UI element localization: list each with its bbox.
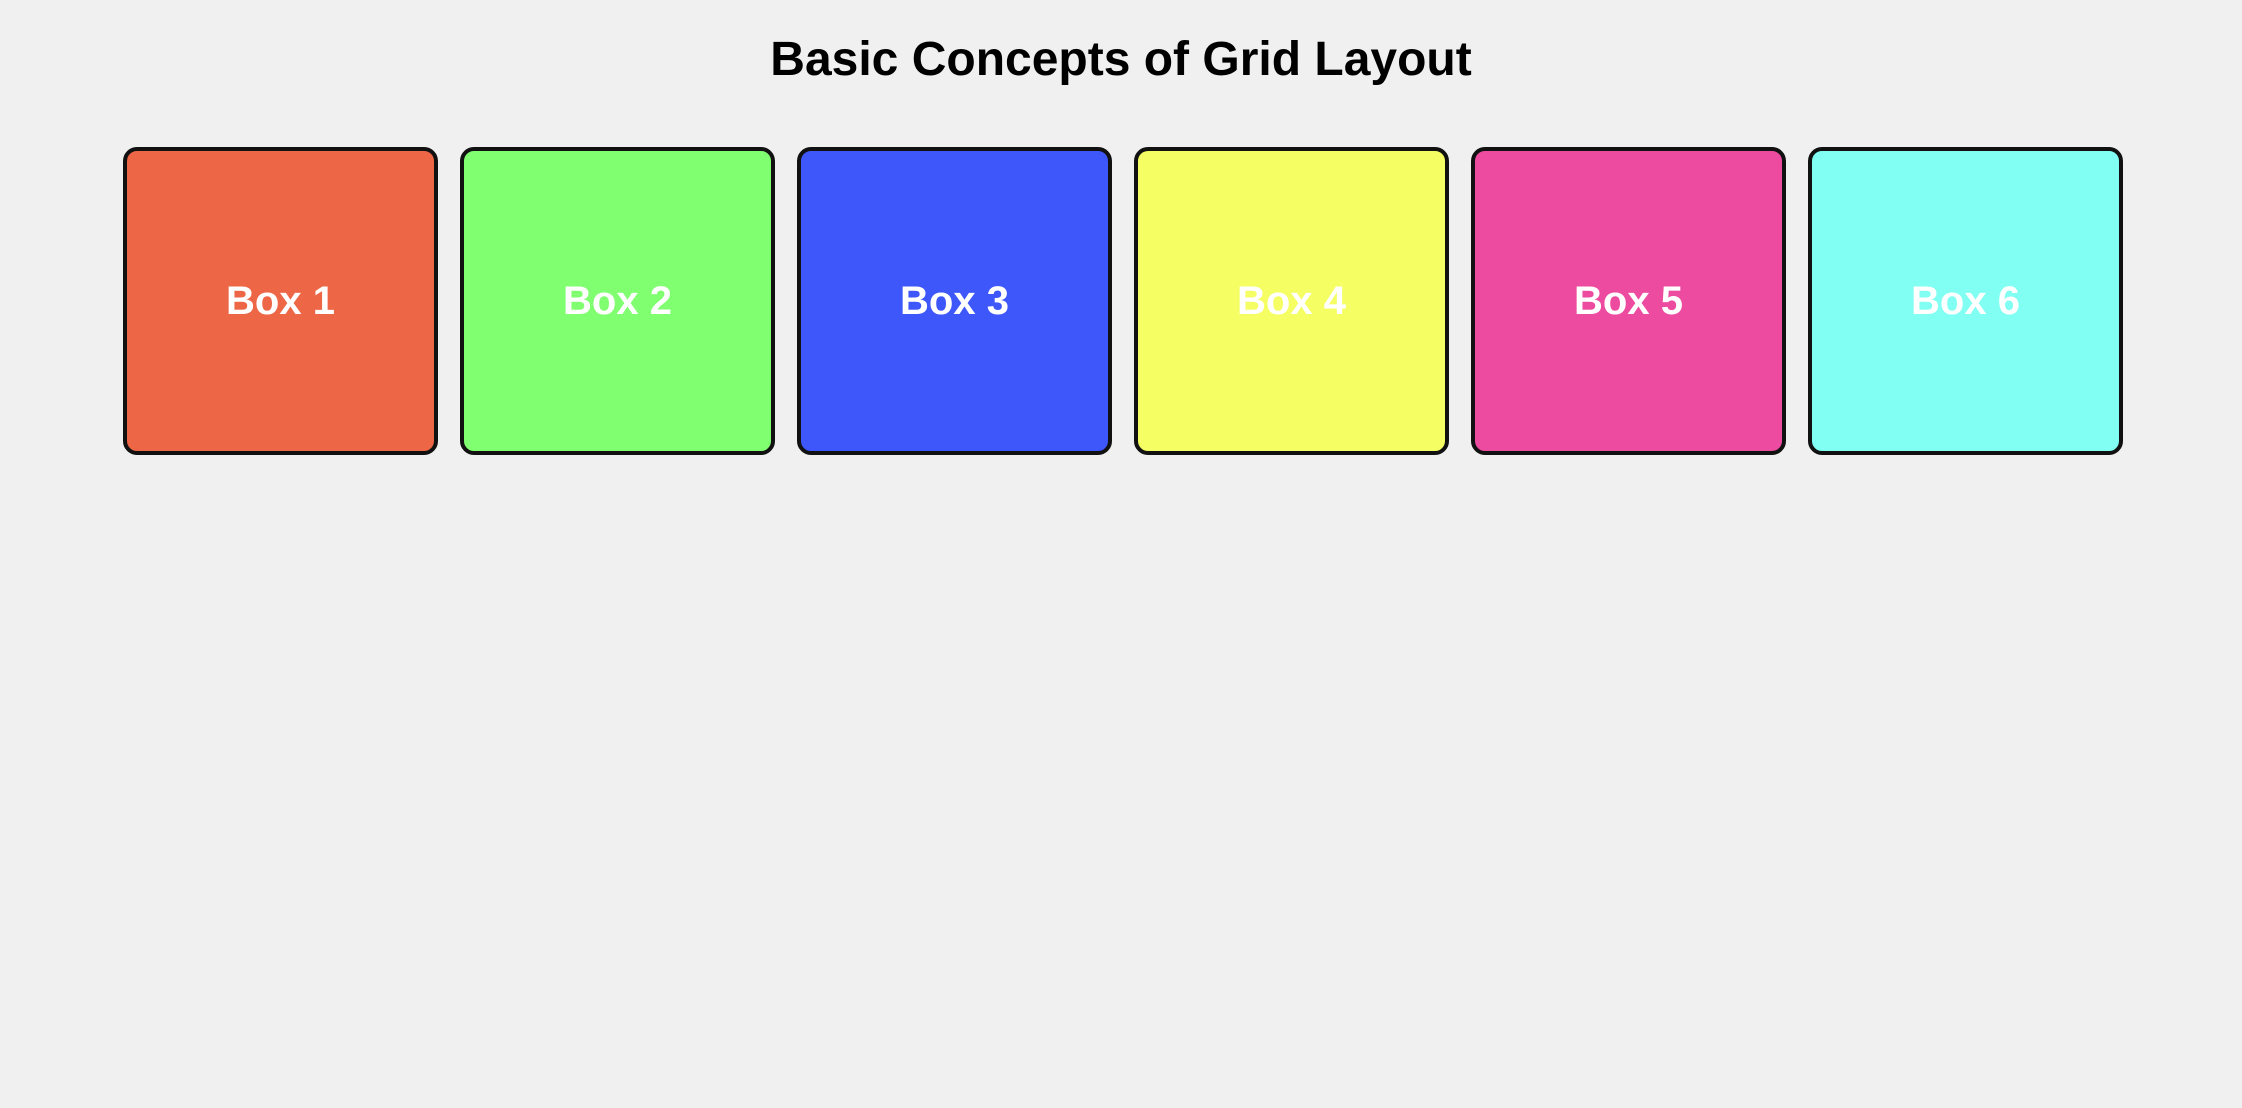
grid-container: Box 1 Box 2 Box 3 Box 4 Box 5 Box 6	[123, 147, 2123, 455]
grid-box-label: Box 5	[1574, 278, 1683, 323]
grid-box-4: Box 4	[1134, 147, 1449, 455]
grid-box-3: Box 3	[797, 147, 1112, 455]
grid-box-6: Box 6	[1808, 147, 2123, 455]
grid-box-label: Box 1	[226, 278, 335, 323]
grid-box-label: Box 2	[563, 278, 672, 323]
grid-box-1: Box 1	[123, 147, 438, 455]
grid-box-label: Box 3	[900, 278, 1009, 323]
grid-box-5: Box 5	[1471, 147, 1786, 455]
grid-box-label: Box 6	[1911, 278, 2020, 323]
grid-box-2: Box 2	[460, 147, 775, 455]
grid-box-label: Box 4	[1237, 278, 1346, 323]
page-title: Basic Concepts of Grid Layout	[770, 33, 1472, 86]
